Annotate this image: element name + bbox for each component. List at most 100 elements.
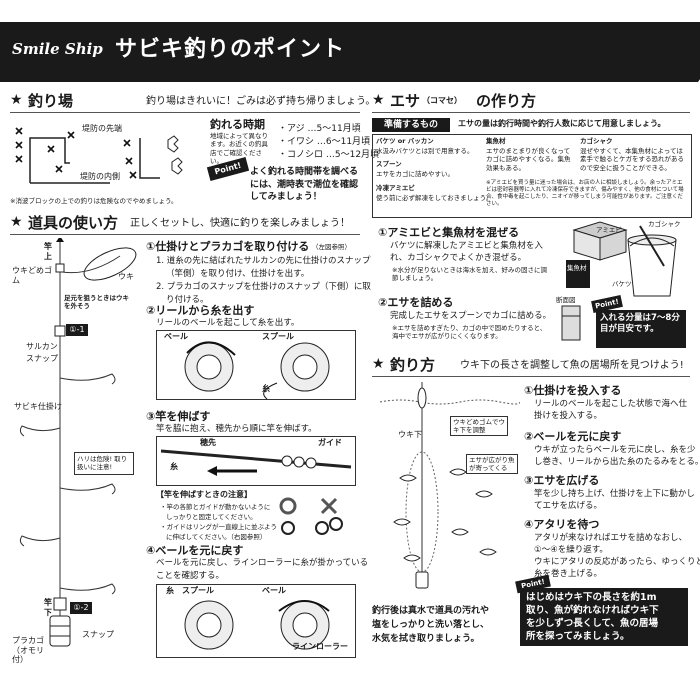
rod-label-guide: ガイド bbox=[318, 438, 342, 447]
rig-diagram bbox=[19, 238, 137, 647]
bait-bucket-illustration bbox=[566, 221, 677, 297]
season-iwashi: ・イワシ …6～11月頃 bbox=[278, 137, 371, 147]
feeder-cross-section-icon bbox=[561, 305, 581, 341]
divider bbox=[10, 112, 360, 113]
item-feed-name: 集魚材 bbox=[486, 137, 506, 145]
prep-label: 準備するもの bbox=[372, 118, 450, 132]
tools-step1-line: （竿側）を取り付け、仕掛けを出す。 bbox=[166, 269, 310, 279]
star-icon: ★ bbox=[372, 92, 385, 108]
section-heading-tools: 道具の使い方 bbox=[28, 214, 119, 232]
tools-step4-title: ④ベールを元に戻す bbox=[146, 544, 244, 557]
tools-subtitle: 正しくセットし、快適に釣りを楽しみましょう！ bbox=[130, 218, 350, 229]
tools-step3-line: 竿を脇に抱え、穂先から順に竿を伸ばす。 bbox=[156, 424, 317, 434]
illus-label-amiebi: アミエビ bbox=[596, 226, 622, 234]
rig-label-snap: スナップ bbox=[26, 354, 58, 363]
rod-caution-line: ・竿の各節とガイドが動かないように bbox=[160, 503, 271, 511]
rig-label-float: ウキ bbox=[118, 272, 134, 281]
stopper-note: ウキどめゴムでウキ下を調整 bbox=[450, 416, 508, 437]
page-title: サビキ釣りのポイント bbox=[115, 37, 346, 62]
reel-illustration-step2 bbox=[156, 330, 356, 400]
item-spoon-name: スプーン bbox=[376, 160, 402, 168]
point-float-depth-line: はじめはウキ下の長さを約1m bbox=[526, 592, 657, 603]
reel-illustration-step4 bbox=[156, 584, 356, 658]
hook-warning-box: ハリは危険! 取り扱いに注意! bbox=[74, 452, 134, 475]
point-float-depth-line: 所を探ってみましょう。 bbox=[526, 631, 630, 642]
bait-heading-paren: （コマセ） bbox=[422, 96, 462, 105]
item-bucket-name: バケツ or バッカン bbox=[376, 137, 434, 145]
tools-step1-line: 2. プラカゴのスナップを仕掛けのスナップ（下側）に取 bbox=[156, 282, 371, 292]
technique-step3-line: てエサを広げる。 bbox=[534, 501, 603, 511]
rig-label-swivel: サルカン bbox=[26, 342, 58, 351]
rod-label-tip: 穂先 bbox=[200, 438, 216, 447]
technique-step4-line: ウキにアタリの反応があったら、ゆっくりと bbox=[534, 557, 700, 567]
season-note: 地域によって異なります。お近くの釣具店でご確認ください。 bbox=[210, 132, 268, 166]
items-footnote: ※アミエビを買う量に迷った場合は、お店の人に相談しましょう。余ったアミエビは密封… bbox=[486, 180, 684, 208]
technique-step3-line: 竿を少し持ち上げ、仕掛けを上下に動かし bbox=[534, 489, 695, 499]
item-amiebi-name: 冷凍アミエビ bbox=[376, 184, 415, 192]
rig-label-snap-2: スナップ bbox=[82, 630, 114, 639]
fishing-technique-diagram bbox=[380, 382, 520, 589]
point-tide-text: よく釣れる時間帯を調べるには、潮時表で潮位を確認してみましょう！ bbox=[250, 167, 359, 203]
item-feed-desc: エサのまとまりが良くなってカゴに詰めやすくなる。集魚効果もある。 bbox=[486, 147, 571, 172]
bait-heading-tail: の作り方 bbox=[476, 92, 537, 110]
tools-step4-line: ことを確認する。 bbox=[156, 571, 225, 581]
fishing-spot-subtitle: 釣り場はきれいに！ごみは必ず持ち帰りましょう。 bbox=[146, 96, 376, 107]
bait-step2-title: ②エサを詰める bbox=[378, 296, 454, 309]
rod-caution-line: に伸ばしてください。（右図参照） bbox=[166, 533, 267, 541]
technique-subtitle: ウキ下の長さを調整して魚の居場所を見つけよう! bbox=[460, 360, 684, 371]
tools-step1-line: 1. 道糸の先に結ばれたサルカンの先に仕掛けのスナップ bbox=[156, 256, 371, 266]
rig-label-down-rod: 竿 bbox=[44, 598, 52, 607]
technique-step1-title: ①仕掛けを投入する bbox=[524, 384, 622, 397]
rig-label-down-dir: 下 bbox=[44, 608, 52, 617]
rig-marker-1: ①-1 bbox=[66, 324, 88, 336]
section-heading-bait: エサ bbox=[390, 92, 421, 110]
header-banner-slant bbox=[337, 22, 700, 82]
divider bbox=[372, 376, 690, 377]
bait-step1-title: ①アミエビと集魚材を混ぜる bbox=[378, 226, 520, 239]
season-aji: ・アジ …5～11月頃 bbox=[278, 124, 361, 134]
bait-step1-line: れ、カゴシャクでよくかき混ぜる。 bbox=[390, 253, 527, 263]
illus-label-cross-section: 断面図 bbox=[556, 296, 576, 304]
technique-step2-line: ウキが立ったらベールを元に戻し、糸を少 bbox=[534, 445, 696, 455]
illus-label-ladle: カゴシャク bbox=[648, 220, 681, 228]
rod-caution-title: 【竿を伸ばすときの注意】 bbox=[156, 490, 252, 499]
star-icon: ★ bbox=[10, 214, 23, 230]
rod-label-line: 糸 bbox=[170, 462, 178, 471]
pier-map-diagram bbox=[15, 127, 183, 184]
blocks-warning-note: ※消波ブロックの上での釣りは危険なのでやめましょう。 bbox=[10, 197, 178, 205]
rig-marker-2: ①-2 bbox=[70, 602, 92, 614]
item-bucket-desc: 水汲みバケツとは別で用意する。 bbox=[376, 147, 474, 155]
section-heading-fishing-spot: 釣り場 bbox=[28, 92, 74, 110]
point-float-depth-line: を少しずつ長くして、魚の居場 bbox=[526, 618, 659, 629]
tools-step1-title: ①仕掛けとプラカゴを取り付ける bbox=[146, 240, 310, 253]
item-ladle-desc: 混ぜやすくて、本集魚材によっては素手で触るとケガをする恐れがあるので安全に扱うこ… bbox=[580, 147, 684, 172]
label-float-under: ウキ下 bbox=[398, 430, 422, 439]
prep-note: エサの量は釣行時間や釣行人数に応じて用意しましょう。 bbox=[458, 119, 666, 128]
prep-items-box bbox=[372, 134, 692, 218]
reel2-label-line: 糸 bbox=[262, 384, 270, 393]
item-spoon-desc: エサをカゴに詰めやすい。 bbox=[376, 170, 454, 178]
season-heading: 釣れる時期 bbox=[210, 118, 265, 131]
reel2-label-spool: スプール bbox=[262, 332, 294, 341]
rod-caution-line: ・ガイドはリングが一直線上に並ぶよう bbox=[160, 523, 277, 531]
point-float-depth-line: 取り、魚が釣れなければウキ下 bbox=[526, 605, 659, 616]
technique-step4-line: アタリが来なければエサを詰めなおし、 bbox=[534, 533, 688, 543]
reel4-label-bail: ベール bbox=[262, 586, 286, 595]
reel2-label-bail: ベール bbox=[164, 332, 188, 341]
tools-step2-title: ②リールから糸を出す bbox=[146, 304, 255, 317]
star-icon: ★ bbox=[372, 356, 385, 372]
reel4-label-line: 糸 bbox=[166, 586, 174, 595]
illus-label-bucket: バケツ bbox=[612, 280, 632, 288]
technique-step3-title: ③エサを広げる bbox=[524, 474, 600, 487]
rig-depth-note: 足元を狙うときはウキを外そう bbox=[64, 294, 129, 311]
bait-step2-line: 完成したエサをスプーンでカゴに詰める。 bbox=[390, 311, 552, 321]
bait-step1-line: バケツに解凍したアミエビと集魚材を入 bbox=[390, 241, 543, 251]
season-konoshiro: ・コノシロ …5～12月頃 bbox=[278, 150, 380, 160]
technique-step4-line: ①～④を繰り返す。 bbox=[534, 545, 608, 555]
illus-label-feed: 集魚材 bbox=[567, 264, 587, 272]
guide-alignment-icon bbox=[279, 497, 343, 535]
tools-step3-title: ③竿を伸ばす bbox=[146, 410, 211, 423]
divider bbox=[10, 234, 360, 235]
star-icon: ★ bbox=[10, 92, 23, 108]
bait-step2-note: ※エサを詰めすぎたり、カゴの中で固めたりすると、海中でエサが広がりにくくなります… bbox=[392, 324, 547, 341]
